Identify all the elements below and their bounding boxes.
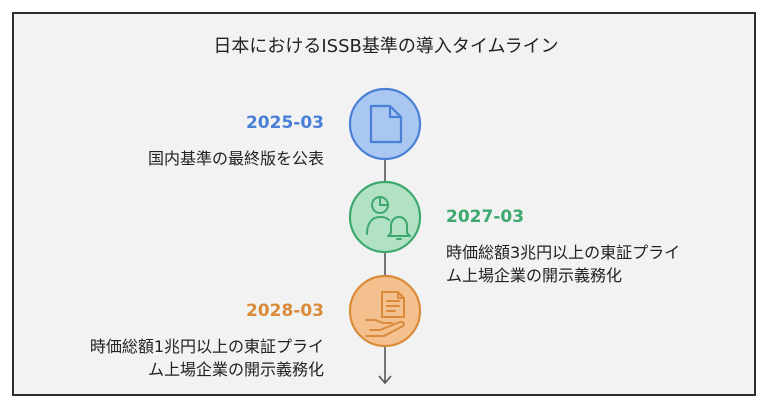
- event-node-3: [348, 274, 422, 348]
- event-date-2: 2027-03: [446, 207, 525, 227]
- event-description-3-line-1: 時価総額1兆円以上の東証プライ: [89, 337, 324, 356]
- timeline-graphic: [348, 87, 422, 385]
- event-node-2: [348, 180, 422, 254]
- event-date-3: 2028-03: [245, 301, 324, 321]
- timeline-frame: 日本におけるISSB基準の導入タイムライン: [12, 12, 756, 396]
- user-chart-bell-icon: [366, 196, 411, 240]
- event-description-2-line-2: ム上場企業の開示義務化: [446, 266, 623, 285]
- diagram-title: 日本におけるISSB基準の導入タイムライン: [213, 36, 559, 57]
- hand-document-icon: [365, 291, 405, 337]
- event-date-1: 2025-03: [245, 113, 324, 133]
- event-description-3-line-2: ム上場企業の開示義務化: [147, 360, 324, 379]
- timeline-arrow-icon: [378, 375, 392, 385]
- event-description-1: 国内基準の最終版を公表: [147, 149, 324, 168]
- event-node-1: [348, 87, 422, 161]
- document-icon: [369, 104, 403, 144]
- event-description-2-line-1: 時価総額3兆円以上の東証プライ: [446, 243, 681, 262]
